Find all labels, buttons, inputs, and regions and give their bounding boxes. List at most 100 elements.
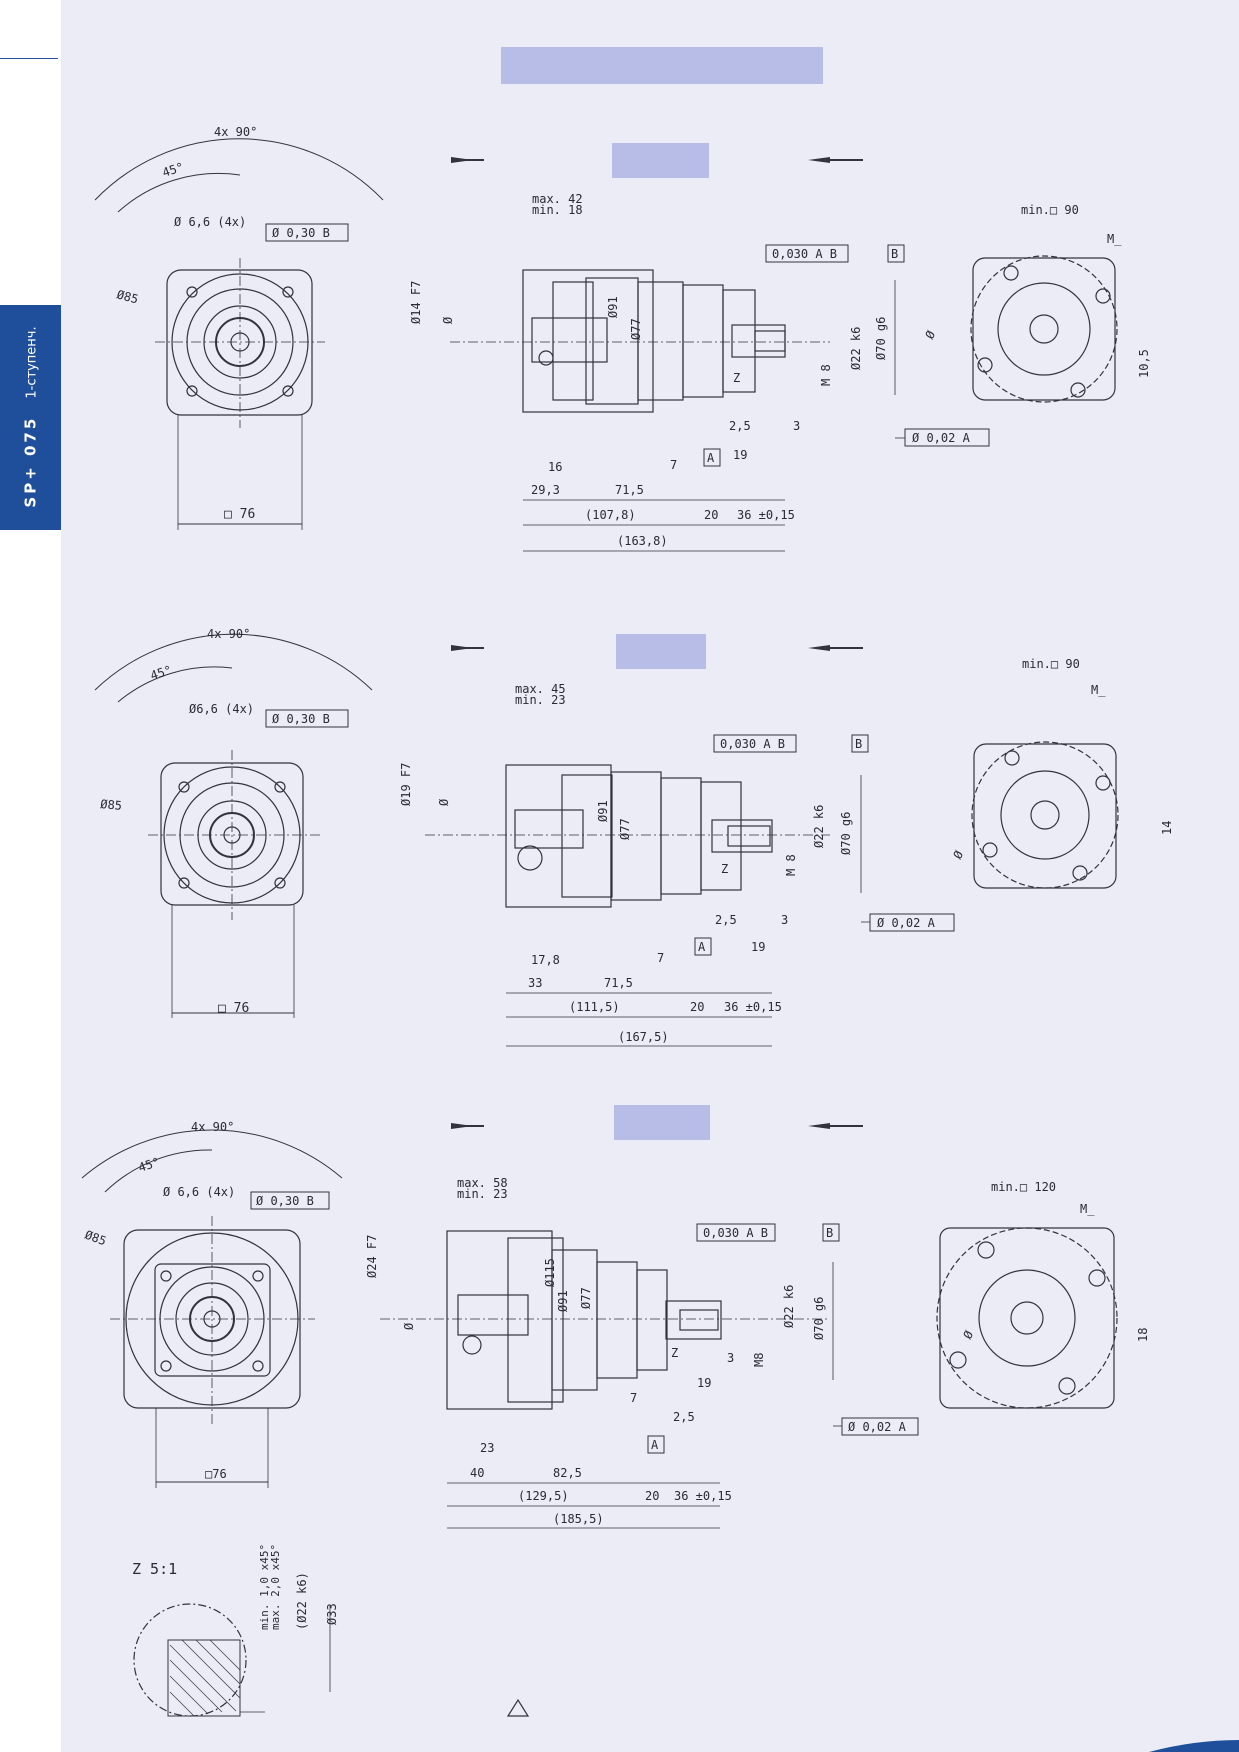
dim-107-8: (107,8)	[585, 508, 636, 522]
min-square: min.□ 90	[1021, 203, 1079, 217]
view-rear-3: min.□ 120 M_ Ø 18	[936, 1180, 1150, 1409]
body-dia-1: Ø91	[606, 296, 620, 318]
shaft-in-dia: Ø19 F7	[399, 763, 413, 806]
hole-label: Ø 6,6 (4x)	[163, 1185, 235, 1199]
shaft-out-dia: Ø22 k6	[812, 805, 826, 848]
dim-23: 23	[480, 1441, 494, 1455]
depth-max: max. 42	[532, 192, 583, 206]
view-rear-2: min.□ 90 M_ Ø 14	[950, 657, 1174, 889]
datum-b: B	[826, 1226, 833, 1240]
view-rear-1: min.□ 90 M_ Ø 10,5	[922, 203, 1151, 403]
dim-36: 36 ±0,15	[737, 508, 795, 522]
perpendicularity: Ø 0,02 A	[877, 916, 936, 930]
view-side-2: max. 45 min. 23 Ø19 F7 Ø Ø91 Ø77 0,030 A…	[399, 645, 955, 1047]
dim-16: 16	[548, 460, 562, 474]
depth-max: max. 45	[515, 682, 566, 696]
body-dia-2: Ø77	[629, 318, 643, 340]
thread-label: M 8	[819, 364, 833, 386]
pcd-label: Ø85	[115, 287, 140, 306]
view-front-3: 4x 90° 45° Ø 6,6 (4x) Ø 0,30 B Ø85 □76	[81, 1120, 343, 1488]
dim-2-5: 2,5	[673, 1410, 695, 1424]
rear-dim: 18	[1136, 1328, 1150, 1342]
pcd-label: Ø85	[100, 797, 123, 813]
angle-label: 4x 90°	[191, 1120, 234, 1134]
detail-chamfer-max: max. 2,0 x45°	[269, 1544, 282, 1630]
dim-36: 36 ±0,15	[674, 1489, 732, 1503]
body-dia-2: Ø91	[556, 1290, 570, 1312]
hole-label: Ø6,6 (4x)	[189, 702, 254, 716]
position-tolerance: Ø 0,30 B	[272, 226, 330, 240]
dim-17-8: 17,8	[531, 953, 560, 967]
dim-40: 40	[470, 1466, 484, 1480]
body-dia-1: Ø91	[596, 800, 610, 822]
dim-7: 7	[670, 458, 677, 472]
dim-129-5: (129,5)	[518, 1489, 569, 1503]
runout-tolerance: 0,030 A B	[772, 247, 837, 261]
shaft-in-dia: Ø14 F7	[409, 281, 423, 324]
m-label: M_	[1107, 232, 1122, 246]
detail-label: Z 5:1	[132, 1560, 177, 1578]
m-label: M_	[1091, 683, 1106, 697]
dim-82-5: 82,5	[553, 1466, 582, 1480]
dim-20: 20	[704, 508, 718, 522]
rear-dim: 14	[1160, 821, 1174, 835]
perpendicularity: Ø 0,02 A	[912, 431, 971, 445]
rear-dia: Ø	[922, 328, 938, 342]
depth-max: max. 58	[457, 1176, 508, 1190]
rear-dia: Ø	[950, 848, 966, 862]
dim-185-5: (185,5)	[553, 1512, 604, 1526]
dim-2-5: 2,5	[715, 913, 737, 927]
depth-min: min. 23	[457, 1187, 508, 1201]
dim-19: 19	[697, 1376, 711, 1390]
shaft-in-dia: Ø24 F7	[365, 1235, 379, 1278]
side-tab[interactable]: SP+ 075 1-ступенч.	[0, 305, 61, 530]
dim-20: 20	[690, 1000, 704, 1014]
datum-a: A	[651, 1438, 659, 1452]
square-label: □ 76	[218, 1001, 249, 1016]
dim-33: 33	[528, 976, 542, 990]
dim-19: 19	[751, 940, 765, 954]
dim-71-5: 71,5	[604, 976, 633, 990]
square-label: □76	[205, 1467, 227, 1481]
shaft-in-dia-2: Ø	[441, 316, 455, 324]
position-tolerance: Ø 0,30 B	[256, 1194, 314, 1208]
perpendicularity: Ø 0,02 A	[848, 1420, 907, 1434]
dim-7: 7	[657, 951, 664, 965]
depth-min: min. 18	[532, 203, 583, 217]
detail-z-mark: Z	[733, 371, 740, 385]
hole-label: Ø 6,6 (4x)	[174, 215, 246, 229]
detail-shaft-dia: (Ø22 k6)	[295, 1572, 309, 1630]
spigot-dia: Ø70 g6	[839, 812, 853, 855]
m-label: M_	[1080, 1202, 1095, 1216]
title-band	[501, 47, 823, 84]
top-rule	[0, 58, 58, 59]
datum-b: B	[891, 247, 898, 261]
view-front-1: 4x 90° 45° Ø 6,6 (4x) Ø 0,30 B Ø85 □ 76	[94, 125, 384, 530]
dim-20: 20	[645, 1489, 659, 1503]
spigot-dia: Ø70 g6	[874, 317, 888, 360]
body-dia-3: Ø77	[579, 1287, 593, 1309]
view-front-2: 4x 90° 45° Ø6,6 (4x) Ø 0,30 B Ø85 □ 76	[94, 627, 373, 1018]
runout-tolerance: 0,030 A B	[720, 737, 785, 751]
revision-triangle-icon	[506, 1698, 530, 1717]
shaft-in-dia-2: Ø	[437, 798, 451, 806]
angle-label: 4x 90°	[214, 125, 257, 139]
shaft-in-dia-2: Ø	[402, 1322, 416, 1330]
dim-3: 3	[781, 913, 788, 927]
dim-111-5: (111,5)	[569, 1000, 620, 1014]
spigot-dia: Ø70 g6	[812, 1297, 826, 1340]
rear-dia: Ø	[960, 1328, 976, 1342]
half-angle-label: 45°	[149, 663, 174, 683]
runout-tolerance: 0,030 A B	[703, 1226, 768, 1240]
datum-a: A	[698, 940, 706, 954]
min-square: min.□ 90	[1022, 657, 1080, 671]
rear-dim: 10,5	[1137, 349, 1151, 378]
dim-19: 19	[733, 448, 747, 462]
dim-29-3: 29,3	[531, 483, 560, 497]
dim-7: 7	[630, 1391, 637, 1405]
datum-b: B	[855, 737, 862, 751]
detail-outer-dia: Ø33	[325, 1603, 339, 1625]
body-dia-1: Ø115	[543, 1258, 557, 1287]
view-side-3: max. 58 min. 23 Ø24 F7 Ø Ø115 Ø91 Ø77 0,…	[365, 1123, 919, 1529]
shaft-out-dia: Ø22 k6	[782, 1285, 796, 1328]
